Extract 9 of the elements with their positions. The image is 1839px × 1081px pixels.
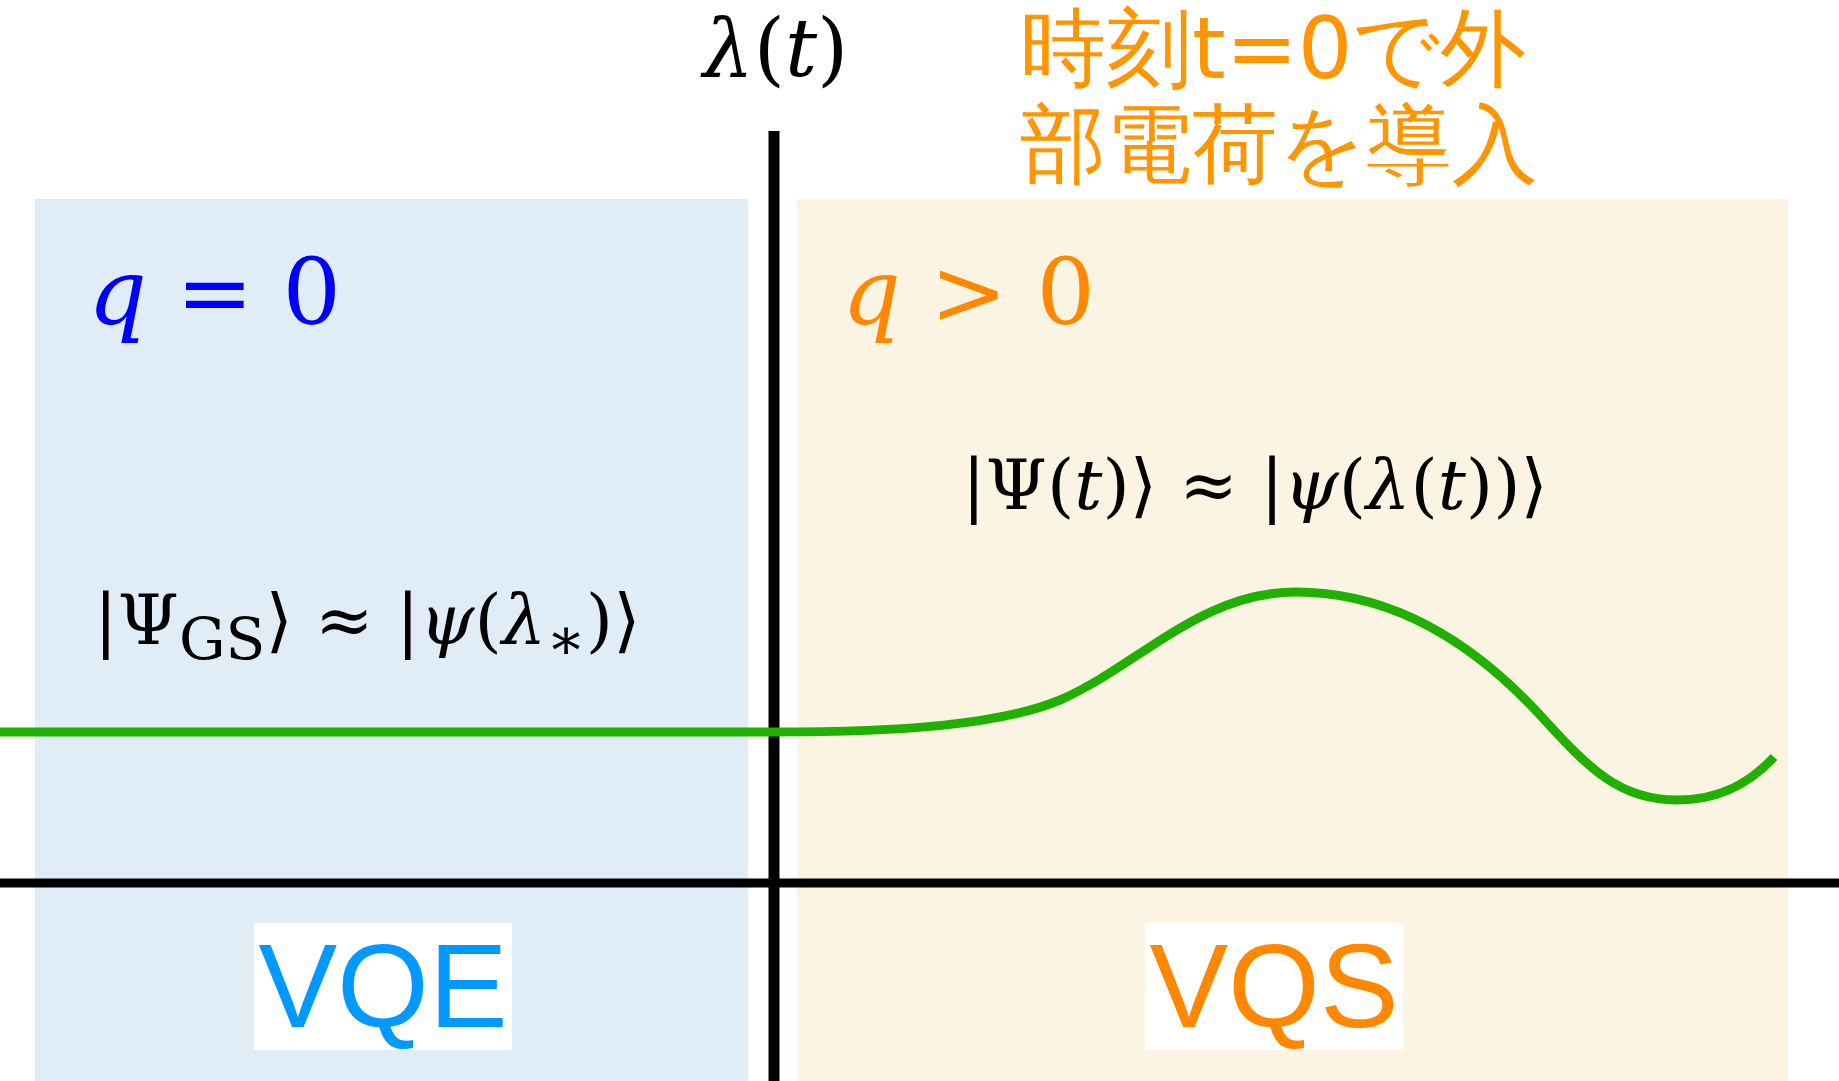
method-label: VQS (1145, 923, 1403, 1050)
charge-formula: q = 0 (88, 239, 341, 346)
region-panel (35, 199, 748, 1081)
method-label: VQE (254, 923, 512, 1050)
state-formula: |Ψ$_{GS}$⟩ ≈ |ψ(λ$_{∗}$)⟩ (94, 579, 641, 673)
annotation-text: 時刻t=0で外部電荷を導入 (1020, 0, 1539, 192)
state-formula: |Ψ(t)⟩ ≈ |ψ(λ(t))⟩ (962, 444, 1548, 526)
region-panel (797, 199, 1788, 1081)
charge-formula: q > 0 (842, 239, 1095, 346)
